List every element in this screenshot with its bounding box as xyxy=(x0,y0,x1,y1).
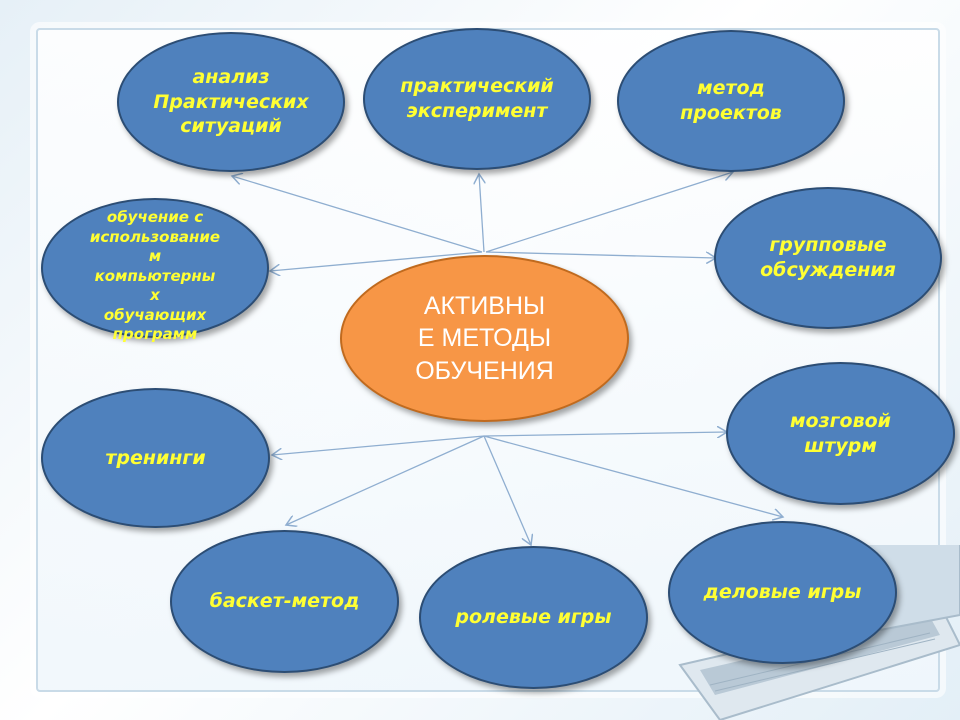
node-computer: обучение с использование м компьютерны х… xyxy=(41,198,269,343)
node-projects: метод проектов xyxy=(617,30,845,172)
node-group: групповые обсуждения xyxy=(714,187,942,329)
arrow-to-trainings xyxy=(272,435,485,455)
arrow-to-roles xyxy=(483,435,531,545)
arrow-to-computer xyxy=(270,251,483,271)
arrow-to-business xyxy=(483,435,783,517)
arrow-to-brainstorm xyxy=(483,432,727,436)
node-analysis: анализ Практических ситуаций xyxy=(117,32,345,172)
arrow-to-analysis xyxy=(232,176,483,253)
arrow-to-group xyxy=(485,251,716,258)
node-roles: ролевые игры xyxy=(419,546,648,689)
arrow-to-projects xyxy=(485,172,733,253)
node-basket: баскет-метод xyxy=(170,530,399,673)
node-brainstorm: мозговой штурм xyxy=(726,362,955,505)
arrow-to-experiment xyxy=(479,174,484,253)
node-business: деловые игры xyxy=(668,521,897,664)
center-node: АКТИВНЫ Е МЕТОДЫ ОБУЧЕНИЯ xyxy=(340,255,629,422)
arrow-to-basket xyxy=(286,435,485,525)
node-experiment: практический эксперимент xyxy=(363,28,591,170)
node-trainings: тренинги xyxy=(41,388,270,528)
